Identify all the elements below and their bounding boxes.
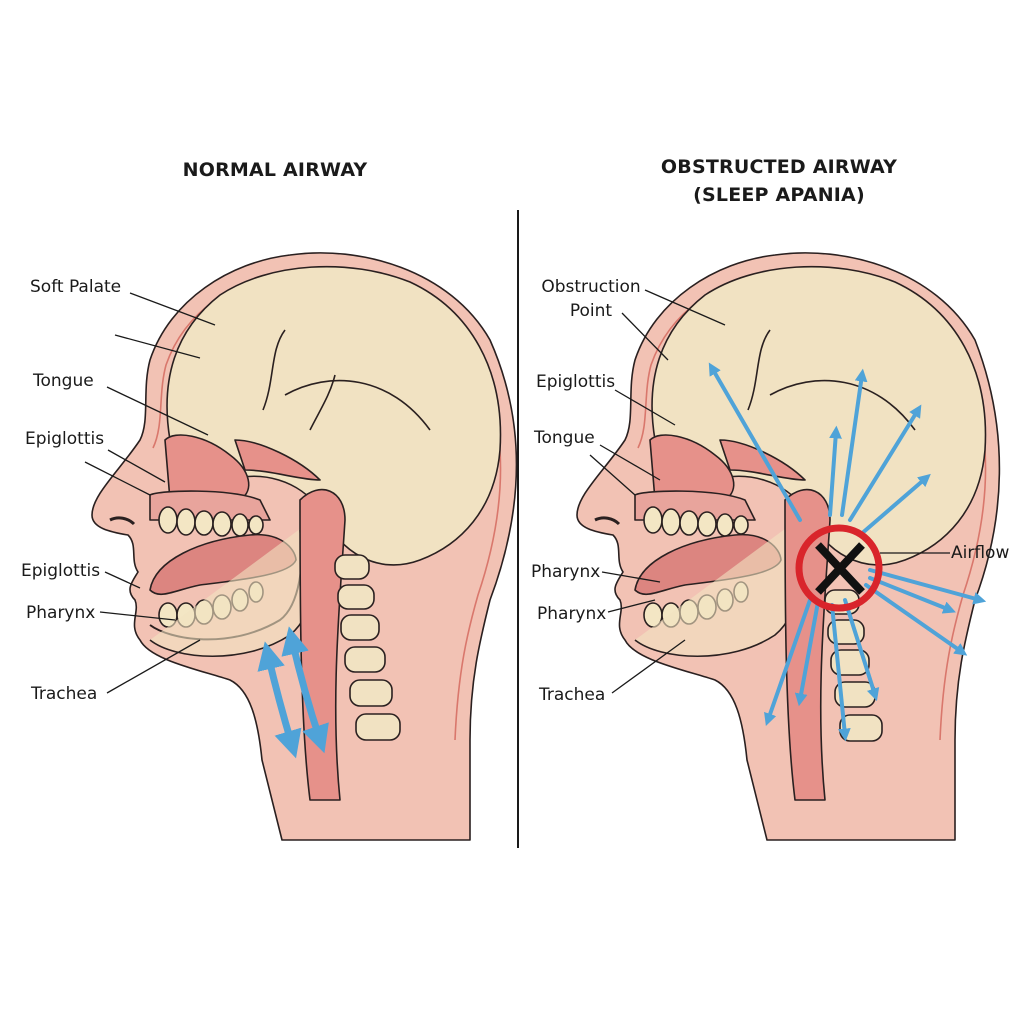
label-obstruction-line2: Point [569,301,613,321]
normal-airway-title: NORMAL AIRWAY [182,159,368,181]
obstructed-leader-lines [589,289,950,694]
label-trachea: Trachea [539,685,606,705]
label-airflow: Airflow [951,543,1010,563]
label-pharynx-lower: Pharynx [537,604,607,624]
panel-divider [517,210,519,848]
obstruction-marker-icon [795,524,883,612]
obstructed-airway-panel: OBSTRUCTED AIRWAY (SLEEP APANIA) Obstruc… [519,0,1024,1024]
label-pharynx-upper: Pharynx [531,562,601,582]
normal-leader-lines [84,292,216,694]
label-obstruction-line1: Obstruction [541,277,641,297]
normal-airway-panel: NORMAL AIRWAY Soft Palate Tongue Epiglot… [21,159,368,704]
label-epiglottis: Epiglottis [536,372,616,392]
label-tongue: Tongue [534,428,595,448]
label-soft-palate: Soft Palate [30,277,122,297]
obstructed-airflow-arrows [708,362,987,742]
label-obstruction-point: Obstruction Point [536,277,646,321]
normal-head-drawing [91,252,518,841]
label-epiglottis-lower: Epiglottis [21,561,101,581]
obstructed-airway-title: OBSTRUCTED AIRWAY (SLEEP APANIA) [629,153,929,209]
obstructed-title-line1: OBSTRUCTED AIRWAY [660,156,898,178]
obstructed-title-line2: (SLEEP APANIA) [693,184,865,206]
label-pharynx: Pharynx [26,603,96,623]
normal-airflow-arrows [257,626,329,759]
label-tongue: Tongue [33,371,94,391]
label-epiglottis-upper: Epiglottis [25,429,105,449]
label-trachea: Trachea [31,684,98,704]
